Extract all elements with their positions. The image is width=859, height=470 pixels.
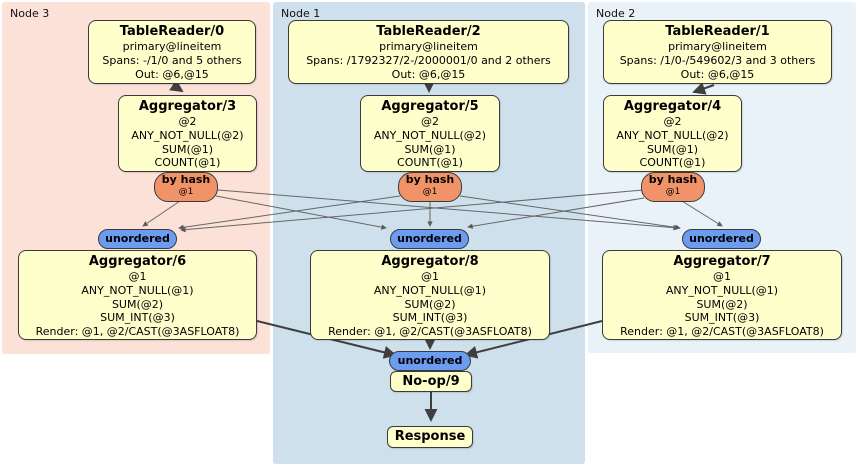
processor-group-cols: @1	[713, 270, 731, 283]
region-label-node-3: Node 3	[10, 7, 50, 20]
processor-group-cols: @1	[128, 270, 147, 283]
sync-unordered: unordered	[682, 229, 761, 249]
router-by-hash-label: by hash	[648, 173, 698, 186]
processor-agg-fn: COUNT(@1)	[154, 156, 221, 170]
processor-out: Out: @6,@15	[680, 68, 755, 81]
region-label-node-2: Node 2	[596, 7, 636, 20]
processor-group-cols: @2	[421, 115, 439, 128]
processor-agg-fn: SUM(@1)	[404, 142, 456, 156]
sync-unordered-final: unordered	[389, 351, 471, 371]
processor-agg-fn: COUNT(@1)	[397, 156, 463, 170]
sync-unordered: unordered	[98, 229, 177, 249]
processor-agg-fn: SUM(@2)	[404, 297, 456, 311]
processor-response: Response	[387, 426, 473, 448]
processor-aggregator-5: Aggregator/5 @2 ANY_NOT_NULL(@2) SUM(@1)…	[360, 95, 500, 172]
sync-unordered-label: unordered	[397, 354, 463, 367]
processor-aggregator-4: Aggregator/4 @2 ANY_NOT_NULL(@2) SUM(@1)…	[603, 95, 742, 172]
router-by-hash: by hash @1	[398, 172, 462, 202]
processor-agg-fn: ANY_NOT_NULL(@1)	[81, 283, 194, 297]
processor-index: primary@lineitem	[668, 40, 767, 53]
router-by-hash-cols: @1	[422, 187, 438, 197]
processor-out: Out: @6,@15	[135, 68, 209, 81]
router-by-hash: by hash @1	[154, 172, 218, 202]
processor-title: Aggregator/5	[381, 99, 479, 114]
processor-title: TableReader/0	[119, 24, 225, 39]
processor-aggregator-8: Aggregator/8 @1 ANY_NOT_NULL(@1) SUM(@2)…	[310, 250, 550, 340]
processor-agg-fn: ANY_NOT_NULL(@2)	[131, 128, 244, 142]
processor-title: Aggregator/3	[138, 99, 237, 114]
processor-spans: Spans: /1/0-/549602/3 and 3 others	[619, 54, 816, 67]
router-by-hash-cols: @1	[178, 187, 194, 197]
processor-agg-fn: ANY_NOT_NULL(@2)	[616, 128, 729, 142]
sync-unordered-label: unordered	[105, 232, 170, 245]
router-by-hash: by hash @1	[641, 172, 705, 202]
processor-title: TableReader/2	[376, 24, 481, 39]
processor-group-cols: @2	[663, 115, 682, 128]
processor-agg-fn: SUM_INT(@3)	[100, 311, 175, 325]
processor-aggregator-7: Aggregator/7 @1 ANY_NOT_NULL(@1) SUM(@2)…	[602, 250, 842, 340]
region-label-node-1: Node 1	[281, 7, 321, 20]
router-by-hash-label: by hash	[405, 173, 455, 186]
processor-agg-fn: SUM(@2)	[111, 297, 164, 311]
processor-agg-fn: ANY_NOT_NULL(@1)	[665, 283, 779, 297]
processor-tablereader-1: TableReader/1 primary@lineitem Spans: /1…	[603, 20, 832, 84]
processor-agg-fn: SUM(@1)	[161, 142, 214, 156]
processor-aggregator-6: Aggregator/6 @1 ANY_NOT_NULL(@1) SUM(@2)…	[18, 250, 257, 340]
processor-index: primary@lineitem	[122, 40, 222, 53]
processor-render-expr: Render: @1, @2/CAST(@3ASFLOAT8)	[328, 325, 532, 339]
processor-agg-fn: ANY_NOT_NULL(@1)	[373, 283, 487, 297]
processor-noop-9: No-op/9	[390, 371, 472, 392]
processor-title: Aggregator/8	[381, 254, 479, 269]
processor-aggregator-3: Aggregator/3 @2 ANY_NOT_NULL(@2) SUM(@1)…	[118, 95, 257, 172]
processor-spans: Spans: -/1/0 and 5 others	[102, 54, 242, 67]
processor-title: No-op/9	[402, 374, 460, 389]
processor-agg-fn: SUM_INT(@3)	[392, 311, 468, 325]
processor-title: Aggregator/7	[673, 254, 771, 269]
router-by-hash-label: by hash	[161, 173, 211, 186]
processor-out: Out: @6,@15	[391, 68, 466, 81]
processor-group-cols: @1	[421, 270, 439, 283]
router-by-hash-cols: @1	[665, 187, 681, 197]
processor-title: Aggregator/6	[88, 254, 187, 269]
processor-title: TableReader/1	[665, 24, 770, 39]
processor-spans: Spans: /1792327/2-/2000001/0 and 2 other…	[306, 54, 551, 67]
processor-tablereader-0: TableReader/0 primary@lineitem Spans: -/…	[88, 20, 256, 84]
processor-agg-fn: SUM(@2)	[696, 297, 748, 311]
processor-agg-fn: ANY_NOT_NULL(@2)	[373, 128, 487, 142]
processor-agg-fn: SUM(@1)	[646, 142, 699, 156]
processor-index: primary@lineitem	[379, 40, 478, 53]
processor-render-expr: Render: @1, @2/CAST(@3ASFLOAT8)	[620, 325, 824, 339]
processor-title: Response	[394, 429, 466, 444]
sync-unordered-label: unordered	[689, 232, 754, 245]
processor-title: Aggregator/4	[623, 99, 722, 114]
processor-agg-fn: COUNT(@1)	[639, 156, 706, 170]
processor-render-expr: Render: @1, @2/CAST(@3ASFLOAT8)	[35, 325, 240, 339]
processor-tablereader-2: TableReader/2 primary@lineitem Spans: /1…	[288, 20, 569, 84]
sync-unordered: unordered	[390, 229, 469, 249]
processor-agg-fn: SUM_INT(@3)	[684, 311, 760, 325]
processor-group-cols: @2	[178, 115, 197, 128]
sync-unordered-label: unordered	[397, 232, 462, 245]
